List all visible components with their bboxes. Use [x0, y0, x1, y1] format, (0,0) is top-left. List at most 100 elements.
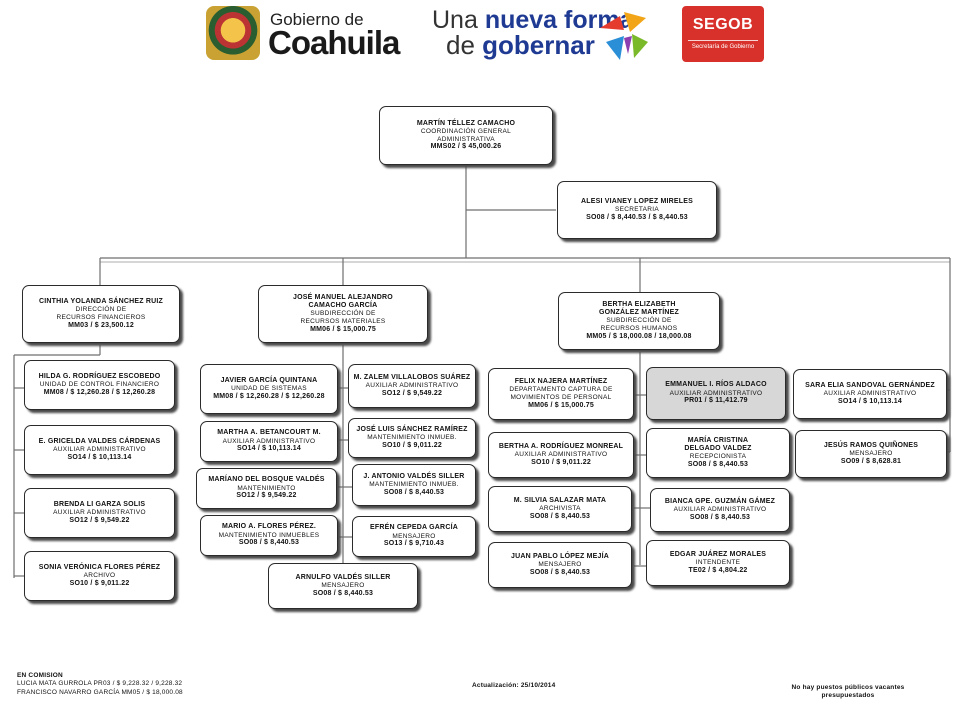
person-role: DEPARTAMENTO CAPTURA DE — [509, 386, 613, 394]
person-role: UNIDAD DE SISTEMAS — [231, 385, 307, 393]
person-role: AUXILIAR ADMINISTRATIVO — [673, 506, 767, 514]
org-box-staff: FELIX NAJERA MARTÍNEZ DEPARTAMENTO CAPTU… — [488, 368, 634, 420]
person-salary: MM06 / $ 15,000.75 — [528, 401, 594, 409]
person-role: AUXILIAR ADMINISTRATIVO — [222, 437, 316, 445]
person-name: BERTHA A. RODRÍGUEZ MONREAL — [498, 442, 624, 450]
person-name: MARTÍN TÉLLEZ CAMACHO — [416, 119, 516, 127]
person-salary: TE02 / $ 4,804.22 — [688, 566, 748, 574]
person-salary: SO12 / $ 9,549.22 — [69, 516, 130, 524]
person-salary: SO14 / $ 10,113.14 — [67, 453, 132, 461]
person-role: MENSAJERO — [321, 582, 365, 590]
person-salary: MM05 / $ 18,000.08 / 18,000.08 — [586, 332, 692, 340]
page-header: Gobierno de Coahuila Una nueva forma de … — [0, 0, 960, 68]
org-box-staff: JESÚS RAMOS QUIÑONES MENSAJERO SO09 / $ … — [795, 430, 947, 478]
person-name: DELGADO VALDEZ — [684, 445, 752, 453]
org-box-coordinacion-general: MARTÍN TÉLLEZ CAMACHO COORDINACIÓN GENER… — [379, 106, 553, 165]
person-salary: SO08 / $ 8,440.53 — [312, 589, 374, 597]
person-role: MANTENIMIENTO INMUEB. — [369, 481, 459, 489]
slogan-line-2: de gobernar — [446, 30, 595, 60]
person-name: JOSÉ MANUEL ALEJANDRO — [293, 293, 393, 301]
person-name: JAVIER GARCÍA QUINTANA — [220, 376, 318, 384]
coahuila-logo-small-text: Gobierno de — [270, 10, 364, 29]
person-name: JOSÉ LUIS SÁNCHEZ RAMÍREZ — [356, 425, 468, 433]
person-role: UNIDAD DE CONTROL FINANCIERO — [39, 381, 160, 389]
org-box-staff: J. ANTONIO VALDÉS SILLER MANTENIMIENTO I… — [352, 464, 476, 506]
person-name: SARA ELIA SANDOVAL GERNÁNDEZ — [805, 381, 935, 389]
person-salary: SO08 / $ 8,440.53 — [529, 568, 591, 576]
org-box-staff: BERTHA A. RODRÍGUEZ MONREAL AUXILIAR ADM… — [488, 432, 634, 478]
person-salary: SO08 / $ 8,440.53 — [689, 513, 751, 521]
person-salary: SO12 / $ 9,549.22 — [381, 389, 443, 397]
person-role: ARCHIVISTA — [539, 505, 581, 513]
person-name: BIANCA GPE. GUZMÁN GÁMEZ — [664, 497, 776, 505]
org-box-staff: MARÍA CRISTINA DELGADO VALDEZ RECEPCIONI… — [646, 428, 790, 478]
person-name: SONIA VERÓNICA FLORES PÉREZ — [38, 563, 161, 571]
org-box-staff-highlighted: EMMANUEL I. RÍOS ALDACO AUXILIAR ADMINIS… — [646, 367, 786, 420]
person-salary: SO10 / $ 9,011.22 — [69, 579, 130, 587]
person-role: SUBDIRECCIÓN DE — [310, 310, 376, 318]
person-salary: SO10 / $ 9,011.22 — [382, 441, 442, 449]
person-role: MANTENIMIENTO INMUEB. — [367, 434, 457, 442]
person-name: BRENDA LI GARZA SOLIS — [53, 500, 146, 508]
segob-logo: SEGOB Secretaría de Gobierno — [682, 6, 764, 62]
person-salary: SO08 / $ 8,440.53 — [383, 488, 445, 496]
person-salary: SO14 / $ 10,113.14 — [237, 445, 301, 453]
person-role: AUXILIAR ADMINISTRATIVO — [514, 451, 608, 459]
person-salary: SO08 / $ 8,440.53 — [238, 539, 300, 547]
person-role: MANTENIMIENTO INMUEBLES — [218, 531, 320, 539]
person-salary: SO08 / $ 8,440.53 — [687, 460, 749, 468]
vacancies-note: No hay puestos públicos vacantes presupu… — [791, 684, 905, 700]
person-name: GONZÁLEZ MARTÍNEZ — [598, 309, 679, 317]
org-box-staff: BIANCA GPE. GUZMÁN GÁMEZ AUXILIAR ADMINI… — [650, 488, 790, 532]
person-role: DIRECCIÓN DE — [75, 306, 127, 314]
person-role: MOVIMIENTOS DE PERSONAL — [510, 394, 612, 401]
person-salary: MM08 / $ 12,260.28 / $ 12,260.28 — [213, 392, 325, 400]
org-box-staff: M. ZALEM VILLALOBOS SUÁREZ AUXILIAR ADMI… — [348, 364, 476, 408]
org-box-staff: MARIO A. FLORES PÉREZ. MANTENIMIENTO INM… — [200, 515, 338, 556]
person-name: FELIX NAJERA MARTÍNEZ — [514, 378, 608, 386]
person-name: M. ZALEM VILLALOBOS SUÁREZ — [353, 373, 471, 381]
person-role: ADMINISTRATIVA — [437, 135, 495, 143]
org-box-staff: SONIA VERÓNICA FLORES PÉREZ ARCHIVO SO10… — [24, 551, 175, 601]
org-box-staff: BRENDA LI GARZA SOLIS AUXILIAR ADMINISTR… — [24, 488, 175, 538]
person-role: AUXILIAR ADMINISTRATIVO — [669, 389, 763, 397]
person-name: M. SILVIA SALAZAR MATA — [513, 496, 607, 504]
person-role: SUBDIRECCIÓN DE — [606, 317, 672, 325]
person-name: ALESI VIANEY LOPEZ MIRELES — [580, 197, 694, 205]
person-name: JESÚS RAMOS QUIÑONES — [823, 441, 919, 449]
org-box-staff: SARA ELIA SANDOVAL GERNÁNDEZ AUXILIAR AD… — [793, 369, 947, 419]
person-name: J. ANTONIO VALDÉS SILLER — [363, 472, 465, 480]
commission-line: FRANCISCO NAVARRO GARCÍA MM05 / $ 18,000… — [17, 688, 183, 696]
org-box-staff: MARTHA A. BETANCOURT M. AUXILIAR ADMINIS… — [200, 421, 338, 462]
person-name: MARÍANO DEL BOSQUE VALDÉS — [208, 476, 325, 484]
person-name: MARIO A. FLORES PÉREZ. — [222, 523, 316, 531]
person-role: RECURSOS MATERIALES — [300, 318, 386, 326]
person-name: MARTHA A. BETANCOURT M. — [217, 429, 321, 437]
coahuila-seal-logo — [206, 6, 260, 60]
org-box-staff: M. SILVIA SALAZAR MATA ARCHIVISTA SO08 /… — [488, 486, 632, 532]
person-role: SECRETARIA — [614, 206, 660, 214]
person-name: CAMACHO GARCÍA — [308, 302, 378, 310]
person-role: AUXILIAR ADMINISTRATIVO — [53, 509, 146, 517]
commission-title: EN COMISION — [17, 672, 63, 679]
org-box-staff: E. GRICELDA VALDES CÁRDENAS AUXILIAR ADM… — [24, 425, 175, 475]
org-box-staff: ARNULFO VALDÉS SILLER MENSAJERO SO08 / $… — [268, 563, 418, 609]
person-role: RECURSOS FINANCIEROS — [56, 314, 146, 321]
person-salary: SO10 / $ 9,011.22 — [531, 458, 591, 466]
person-salary: SO09 / $ 8,628.81 — [840, 457, 902, 465]
org-box-recursos-humanos: BERTHA ELIZABETH GONZÁLEZ MARTÍNEZ SUBDI… — [558, 292, 720, 350]
org-box-staff: JOSÉ LUIS SÁNCHEZ RAMÍREZ MANTENIMIENTO … — [348, 418, 476, 458]
person-salary: MM06 / $ 15,000.75 — [310, 325, 376, 333]
org-box-staff: EFRÉN CEPEDA GARCÍA MENSAJERO SO13 / $ 9… — [352, 516, 476, 557]
person-salary: SO12 / $ 9,549.22 — [236, 492, 297, 500]
person-name: EFRÉN CEPEDA GARCÍA — [370, 524, 458, 532]
slogan-star-logo — [600, 12, 648, 60]
org-box-staff: JUAN PABLO LÓPEZ MEJÍA MENSAJERO SO08 / … — [488, 542, 632, 588]
org-box-secretaria: ALESI VIANEY LOPEZ MIRELES SECRETARIA SO… — [557, 181, 717, 239]
person-name: CINTHIA YOLANDA SÁNCHEZ RUIZ — [39, 298, 163, 306]
person-role: AUXILIAR ADMINISTRATIVO — [53, 446, 146, 454]
person-salary: PR01 / $ 11,412.79 — [684, 397, 748, 405]
person-salary: MMS02 / $ 45,000.26 — [430, 143, 502, 151]
slogan-line-1: Una nueva forma — [432, 6, 634, 34]
